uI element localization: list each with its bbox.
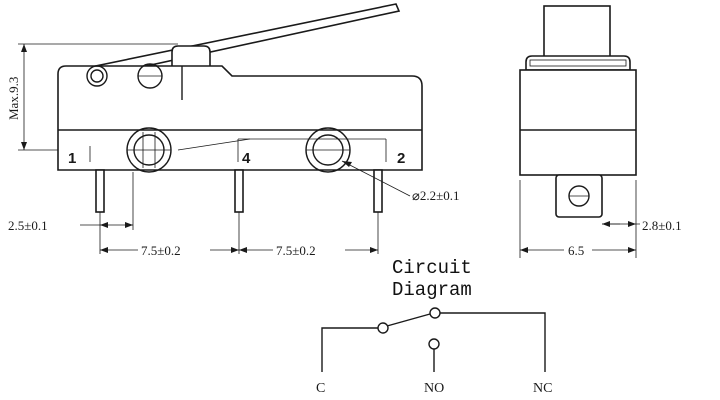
switch-blade — [386, 313, 431, 327]
side-collar — [525, 55, 631, 71]
front-dimensions: Max.9.3 2.5±0.1 7.5±0.2 7.5±0.2 ⌀2.2±0.1 — [6, 43, 459, 258]
max-height-label: Max.9.3 — [6, 77, 21, 120]
no-contact — [428, 338, 440, 350]
pin-label-2: 2 — [397, 150, 405, 167]
label-c: C — [316, 381, 325, 396]
pin-offset-label: 2.5±0.1 — [8, 218, 48, 233]
pitch-right-label: 7.5±0.2 — [276, 243, 316, 258]
side-view — [519, 5, 637, 218]
terminal-nc — [373, 169, 383, 213]
lever-roller-inner — [90, 69, 104, 83]
circuit-title-line2: Diagram — [392, 279, 472, 301]
mounting-hole-right — [305, 127, 351, 173]
lever-roller — [86, 65, 108, 87]
pitch-left-label: 7.5±0.2 — [141, 243, 181, 258]
label-nc: NC — [533, 381, 552, 396]
hole-diameter-label: ⌀2.2±0.1 — [412, 188, 459, 203]
pin-label-4: 4 — [242, 150, 251, 167]
label-no: NO — [424, 381, 444, 396]
terminal-no — [234, 169, 244, 213]
nc-contact — [429, 307, 441, 319]
side-housing — [519, 69, 637, 176]
nc-wire — [440, 312, 546, 372]
pin-label-1: 1 — [68, 150, 76, 167]
common-contact — [377, 322, 389, 334]
common-wire — [321, 327, 378, 372]
actuator-plunger — [171, 45, 211, 71]
circuit-diagram: Circuit Diagram C NO NC — [316, 257, 552, 396]
circuit-title-line1: Circuit — [392, 257, 472, 279]
side-collar-inner — [529, 59, 627, 67]
mounting-hole-left — [126, 127, 172, 173]
housing-body — [57, 65, 423, 171]
width-label: 6.5 — [568, 243, 584, 258]
front-view: 1 4 2 — [57, 3, 423, 213]
terminal-c — [95, 169, 105, 213]
side-dimensions: 6.5 2.8±0.1 — [519, 180, 682, 258]
side-offset-label: 2.8±0.1 — [642, 218, 682, 233]
